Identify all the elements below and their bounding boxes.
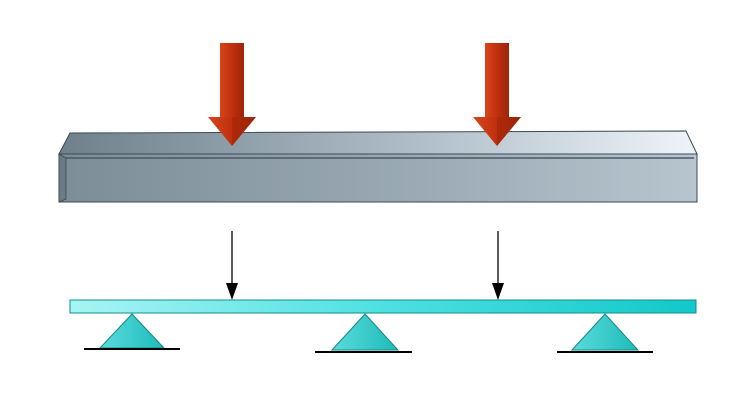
rendered-load-arrow-2: [473, 43, 521, 146]
model-loads: [226, 231, 504, 300]
support-triangle: [570, 313, 640, 351]
load-arrow-head-shade: [232, 117, 256, 146]
beam-front-face: [58, 153, 698, 203]
beam-left-end: [58, 153, 67, 203]
support-triangle: [98, 313, 166, 349]
load-arrow-shaft: [485, 43, 509, 117]
rendered-load-arrow-1: [208, 43, 256, 146]
load-arrow-head-shade: [497, 117, 521, 146]
support-right: [557, 313, 653, 353]
support-middle: [315, 313, 412, 353]
model-supports: [84, 313, 653, 353]
rendered-beam: [58, 130, 698, 203]
model-load-arrow-2: [492, 231, 504, 300]
model-load-head: [226, 283, 238, 300]
beam-top-face: [58, 130, 698, 155]
model-beam: [69, 299, 697, 314]
support-triangle: [330, 313, 400, 351]
load-arrow-shaft: [220, 43, 244, 117]
model-load-head: [492, 283, 504, 300]
model-load-arrow-1: [226, 231, 238, 300]
support-left: [84, 313, 180, 350]
